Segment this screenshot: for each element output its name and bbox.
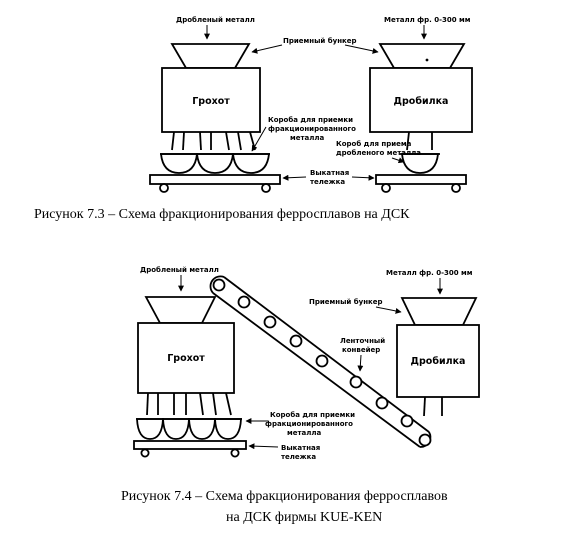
label-receiving-bunker-2: Приемный бункер [309,298,383,306]
label-boxes-3: металла [290,134,325,142]
screen-chutes [171,131,256,151]
label-input-metal: Дробленый металл [176,16,255,24]
belt-conveyor [209,275,432,448]
crusher-hopper-2 [400,297,478,326]
label-cart-1: Выкатная [310,169,349,177]
label-boxes2-3: металла [287,429,322,437]
screen-label-2: Грохот [167,353,205,364]
figure-7-3: Дробленый металл Грохот [34,16,473,222]
crusher-box [369,67,473,133]
crusher-label: Дробилка [394,96,449,107]
figure-7-4: Дробленый металл Грохот [121,266,480,525]
crusher-hopper [378,43,466,69]
screen-label: Грохот [192,96,230,107]
label-conveyor-1: Ленточный [340,337,385,345]
crushed-metal-box [400,153,440,174]
fraction-boxes [159,153,271,174]
crusher-chutes [406,131,433,151]
label-box-2: дробленого металла [336,149,421,157]
screen-hopper-2 [144,296,217,324]
screen-chutes-2 [146,392,232,416]
label-boxes-2: фракционированного [268,125,356,133]
caption-7-3: Рисунок 7.3 – Схема фракционирования фер… [34,207,410,222]
label-metal-fraction-2: Металл фр. 0-300 мм [386,269,473,277]
label-boxes2-2: фракционированного [265,420,353,428]
label-boxes-1: Короба для приемки [268,116,353,124]
cart-2 [133,440,247,458]
crusher-label-2: Дробилка [411,356,466,367]
crusher-box-2 [396,324,480,398]
screen-box-2 [137,322,235,394]
label-conveyor-2: конвейер [342,346,380,354]
label-cart-2: тележка [310,178,345,186]
label-receiving-bunker: Приемный бункер [283,37,357,45]
label-cart2-2: тележка [281,453,316,461]
cart-right [375,174,467,193]
label-boxes2-1: Короба для приемки [270,411,355,419]
screen-hopper [170,43,251,69]
label-cart2-1: Выкатная [281,444,320,452]
fraction-boxes-2 [136,418,242,440]
label-input-metal-2: Дробленый металл [140,266,219,274]
label-box-1: Короб для приема [336,140,412,148]
label-metal-fraction: Металл фр. 0-300 мм [384,16,471,24]
caption-7-4-line2: на ДСК фирмы KUE-KEN [226,510,382,525]
caption-7-4-line1: Рисунок 7.4 – Схема фракционирования фер… [121,489,448,504]
cart-left [149,174,281,193]
